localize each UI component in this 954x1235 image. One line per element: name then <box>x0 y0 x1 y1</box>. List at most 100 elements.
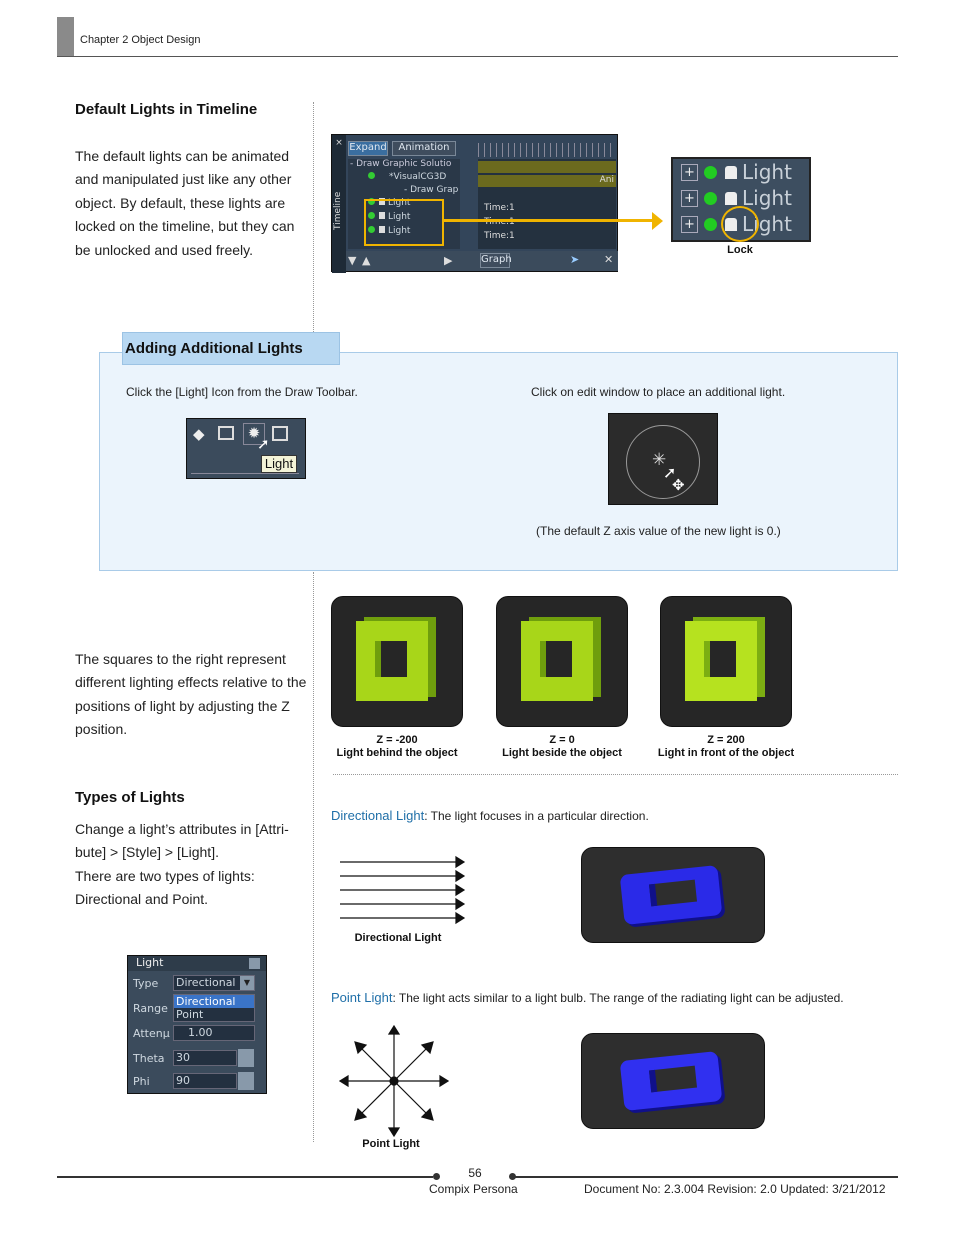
track-time-3: Time:1 <box>484 231 515 241</box>
tree-row-label: *VisualCG3D <box>389 172 447 182</box>
cursor-icon[interactable]: ➤ <box>570 253 580 266</box>
types-title: Types of Lights <box>75 789 185 806</box>
point-line: Point Light: The light acts similar to a… <box>331 989 844 1007</box>
close-icon[interactable]: ✕ <box>604 253 614 266</box>
type-select-value: Directional <box>176 976 236 989</box>
directional-label: Directional Light <box>331 808 425 823</box>
draw-toolbar-screenshot: ◆ ✹ ➚ Light <box>186 418 306 479</box>
move-icon: ✥ <box>672 477 685 494</box>
plus-icon[interactable]: + <box>681 189 698 207</box>
tile-desc: Light behind the object <box>336 747 458 759</box>
option-directional[interactable]: Directional <box>174 995 254 1008</box>
tree-row-light-2[interactable]: Light <box>348 212 460 226</box>
collapse-icon[interactable] <box>249 958 260 969</box>
frame-icon[interactable] <box>272 426 288 441</box>
squares-body: The squares to the right represent diffe… <box>75 651 307 738</box>
play-icon[interactable]: ▶ <box>444 254 453 267</box>
lock-icon[interactable] <box>379 226 385 233</box>
lock-panel: + Light + Light + Light <box>671 157 811 242</box>
point-caption: Point Light <box>362 1138 420 1150</box>
tile-caption-3: Z = 200 Light in front of the object <box>641 734 811 760</box>
type-select[interactable]: Directional ▼ <box>173 975 255 991</box>
tile-desc: Light in front of the object <box>657 747 795 759</box>
animation-button[interactable]: Animation <box>392 141 456 156</box>
green-dot-icon[interactable] <box>368 198 375 205</box>
tree-row-light-1[interactable]: Light <box>348 198 460 212</box>
theta-input[interactable]: 30 <box>173 1050 237 1066</box>
lock-highlight-circle <box>721 206 759 242</box>
footer-rule-right <box>514 1176 898 1178</box>
frame-hole <box>540 641 572 677</box>
close-icon[interactable]: × <box>335 138 343 148</box>
footer-product: Compix Persona <box>429 1182 518 1196</box>
tile-desc: Light beside the object <box>502 747 622 759</box>
timeline-vertical-label: Timeline <box>333 191 343 230</box>
phi-stepper[interactable] <box>238 1072 254 1090</box>
lock-icon[interactable] <box>725 191 737 205</box>
column-divider-bottom <box>313 572 314 1142</box>
edit-window-screenshot: ✳ ➚ ✥ <box>608 413 718 505</box>
adding-lights-title-tab <box>122 332 340 365</box>
point-label: Point Light <box>331 990 393 1005</box>
callout-arrow-line <box>444 219 654 222</box>
plus-icon[interactable]: + <box>681 163 698 181</box>
plus-icon[interactable]: + <box>681 215 698 233</box>
atten-input[interactable]: 1.00 <box>173 1025 255 1041</box>
lock-row-2: + Light <box>673 185 809 211</box>
image-icon[interactable] <box>218 426 234 440</box>
tree-row-root[interactable]: - Draw Graphic Solutio <box>350 159 452 169</box>
tree-row-draw[interactable]: - Draw Grap <box>404 185 459 195</box>
footer-doc: Document No: 2.3.004 Revision: 2.0 Updat… <box>584 1182 886 1196</box>
track-time-2: Time:1 <box>484 217 515 227</box>
arrow-down-icon[interactable]: ▼ <box>348 254 357 267</box>
types-body-2: There are two types of lights: Direction… <box>75 868 255 908</box>
green-dot-icon[interactable] <box>368 226 375 233</box>
theta-stepper[interactable] <box>238 1049 254 1067</box>
tile-z-0 <box>496 596 628 727</box>
section-divider <box>333 774 898 775</box>
adding-step1: Click the [Light] Icon from the Draw Too… <box>126 385 358 399</box>
green-dot-icon[interactable] <box>368 212 375 219</box>
diamond-icon[interactable]: ◆ <box>193 426 205 443</box>
header-bar-accent <box>57 17 74 57</box>
tile-caption-1: Z = -200 Light behind the object <box>317 734 477 760</box>
phi-label: Phi <box>133 1075 150 1088</box>
lock-caption: Lock <box>727 244 753 256</box>
cursor-arrow-icon: ➚ <box>663 465 677 482</box>
lock-icon[interactable] <box>379 198 385 205</box>
tile-z-value: Z = 200 <box>707 734 745 746</box>
green-dot-icon[interactable] <box>704 217 717 231</box>
adding-step2: Click on edit window to place an additio… <box>531 385 786 399</box>
directional-arrows-diagram <box>340 855 466 925</box>
track-area: Ani Time:1 Time:1 Time:1 <box>478 159 616 249</box>
point-desc: : The light acts similar to a light bulb… <box>392 991 844 1005</box>
light-attributes-panel: Light Type Directional ▼ Range Direction… <box>127 955 267 1094</box>
tree-row-label: Light <box>388 212 411 222</box>
tile-caption-2: Z = 0 Light beside the object <box>482 734 642 760</box>
light-tooltip: Light <box>261 455 297 473</box>
column-divider-top <box>313 102 314 332</box>
chevron-down-icon[interactable]: ▼ <box>240 976 254 990</box>
directional-desc: : The light focuses in a particular dire… <box>424 809 649 823</box>
graph-button[interactable]: Graph <box>480 253 512 268</box>
panel-title-bar: Light <box>128 956 266 971</box>
phi-input[interactable]: 90 <box>173 1073 237 1089</box>
frame-hole <box>375 641 407 677</box>
option-point[interactable]: Point <box>176 1008 204 1021</box>
track-band-2: Ani <box>478 175 616 187</box>
green-dot-icon[interactable] <box>704 165 717 179</box>
lock-icon[interactable] <box>725 165 737 179</box>
expand-button[interactable]: Expand <box>348 141 388 156</box>
footer-rule-left <box>57 1176 433 1178</box>
header-chapter: Chapter 2 Object Design <box>80 34 201 46</box>
light-tool-icon[interactable]: ✹ <box>243 423 265 445</box>
green-dot-icon[interactable] <box>368 172 375 179</box>
green-dot-icon[interactable] <box>704 191 717 205</box>
tree-row-light-3[interactable]: Light <box>348 226 460 240</box>
frame-hole <box>704 641 736 677</box>
timeline-side-strip: × Timeline <box>332 135 346 273</box>
tree-row-visual[interactable]: *VisualCG3D <box>348 172 460 185</box>
lock-icon[interactable] <box>379 212 385 219</box>
adding-lights-title: Adding Additional Lights <box>125 340 303 357</box>
arrow-up-icon[interactable]: ▲ <box>362 254 371 267</box>
